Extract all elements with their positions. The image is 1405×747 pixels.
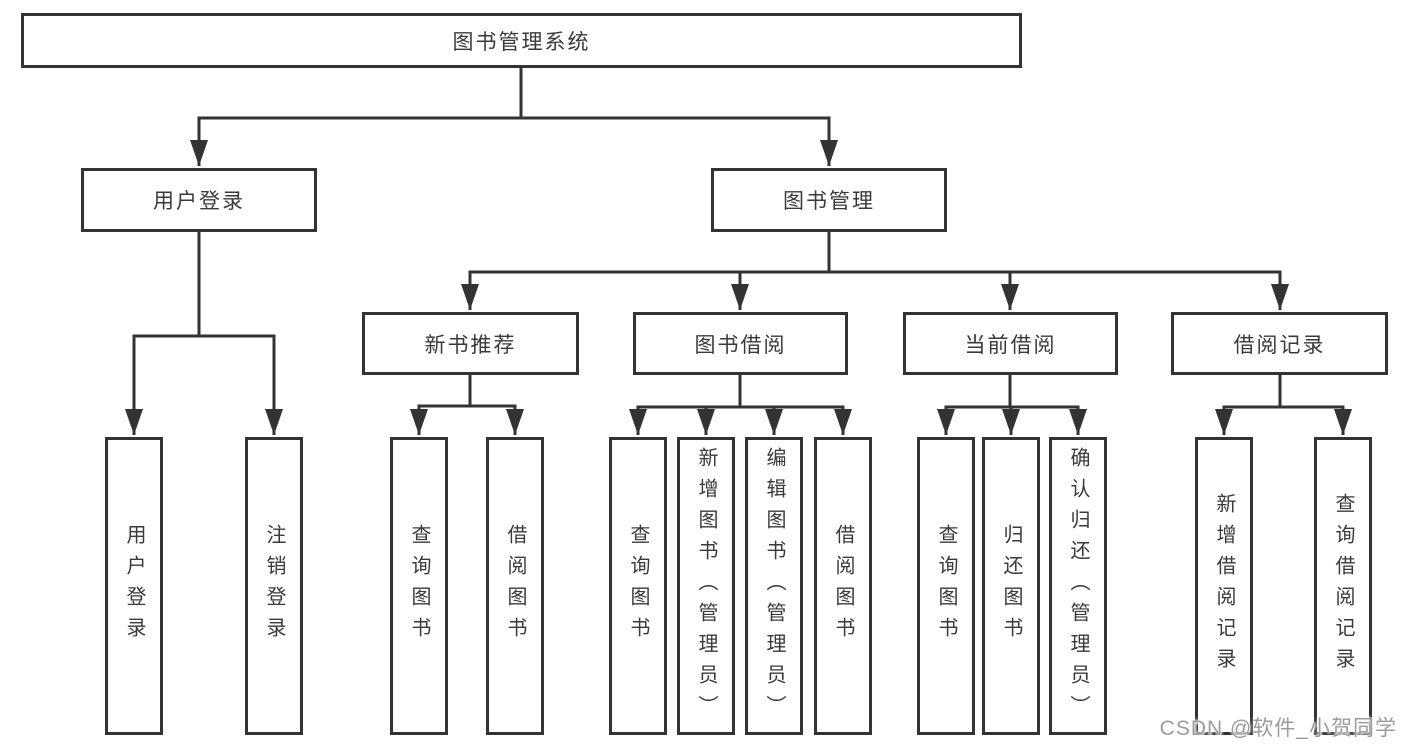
leaf-query-books-1-label: 查询图书 — [408, 524, 430, 648]
leaf-add-books-admin-label: 新增图书（管理员） — [695, 446, 717, 726]
node-book-management: 图书管理 — [711, 168, 947, 232]
node-current-borrow-label: 当前借阅 — [964, 333, 1057, 357]
leaf-user-login: 用户登录 — [105, 437, 163, 735]
node-book-management-label: 图书管理 — [783, 190, 875, 213]
leaf-query-books-3-label: 查询图书 — [935, 524, 957, 648]
leaf-borrow-books-2: 借阅图书 — [814, 437, 872, 735]
leaf-return-books: 归还图书 — [982, 437, 1040, 735]
leaf-edit-books-admin-label: 编辑图书（管理员） — [763, 446, 785, 726]
leaf-confirm-return-admin-label: 确认归还（管理员） — [1067, 446, 1089, 726]
leaf-logout-label: 注销登录 — [263, 524, 285, 648]
node-root: 图书管理系统 — [21, 13, 1022, 68]
leaf-borrow-books-2-label: 借阅图书 — [832, 524, 854, 648]
leaf-query-borrow-record-label: 查询借阅记录 — [1332, 493, 1354, 679]
node-borrow-records: 借阅记录 — [1171, 312, 1388, 375]
node-current-borrow: 当前借阅 — [903, 312, 1118, 375]
leaf-query-books-2-label: 查询图书 — [627, 524, 649, 648]
node-user-login: 用户登录 — [81, 168, 317, 232]
node-book-borrow-label: 图书借阅 — [694, 333, 787, 357]
leaf-logout: 注销登录 — [245, 437, 303, 735]
leaf-query-borrow-record: 查询借阅记录 — [1314, 437, 1372, 735]
node-book-borrow: 图书借阅 — [633, 312, 848, 375]
leaf-borrow-books-1-label: 借阅图书 — [504, 524, 526, 648]
leaf-add-borrow-record-label: 新增借阅记录 — [1213, 493, 1235, 679]
leaf-query-books-1: 查询图书 — [390, 437, 448, 735]
node-new-book-recommend-label: 新书推荐 — [424, 333, 517, 357]
node-user-login-label: 用户登录 — [153, 190, 245, 213]
leaf-query-books-2: 查询图书 — [609, 437, 667, 735]
node-borrow-records-label: 借阅记录 — [1233, 333, 1326, 357]
leaf-confirm-return-admin: 确认归还（管理员） — [1049, 437, 1107, 735]
leaf-borrow-books-1: 借阅图书 — [486, 437, 544, 735]
node-root-label: 图书管理系统 — [452, 30, 591, 54]
leaf-edit-books-admin: 编辑图书（管理员） — [745, 437, 803, 735]
leaf-return-books-label: 归还图书 — [1000, 524, 1022, 648]
leaf-add-borrow-record: 新增借阅记录 — [1195, 437, 1253, 735]
node-new-book-recommend: 新书推荐 — [362, 312, 579, 375]
leaf-query-books-3: 查询图书 — [917, 437, 975, 735]
csdn-watermark: CSDN @软件_小贺同学 — [1159, 717, 1397, 740]
leaf-user-login-label: 用户登录 — [123, 524, 145, 648]
leaf-add-books-admin: 新增图书（管理员） — [677, 437, 735, 735]
